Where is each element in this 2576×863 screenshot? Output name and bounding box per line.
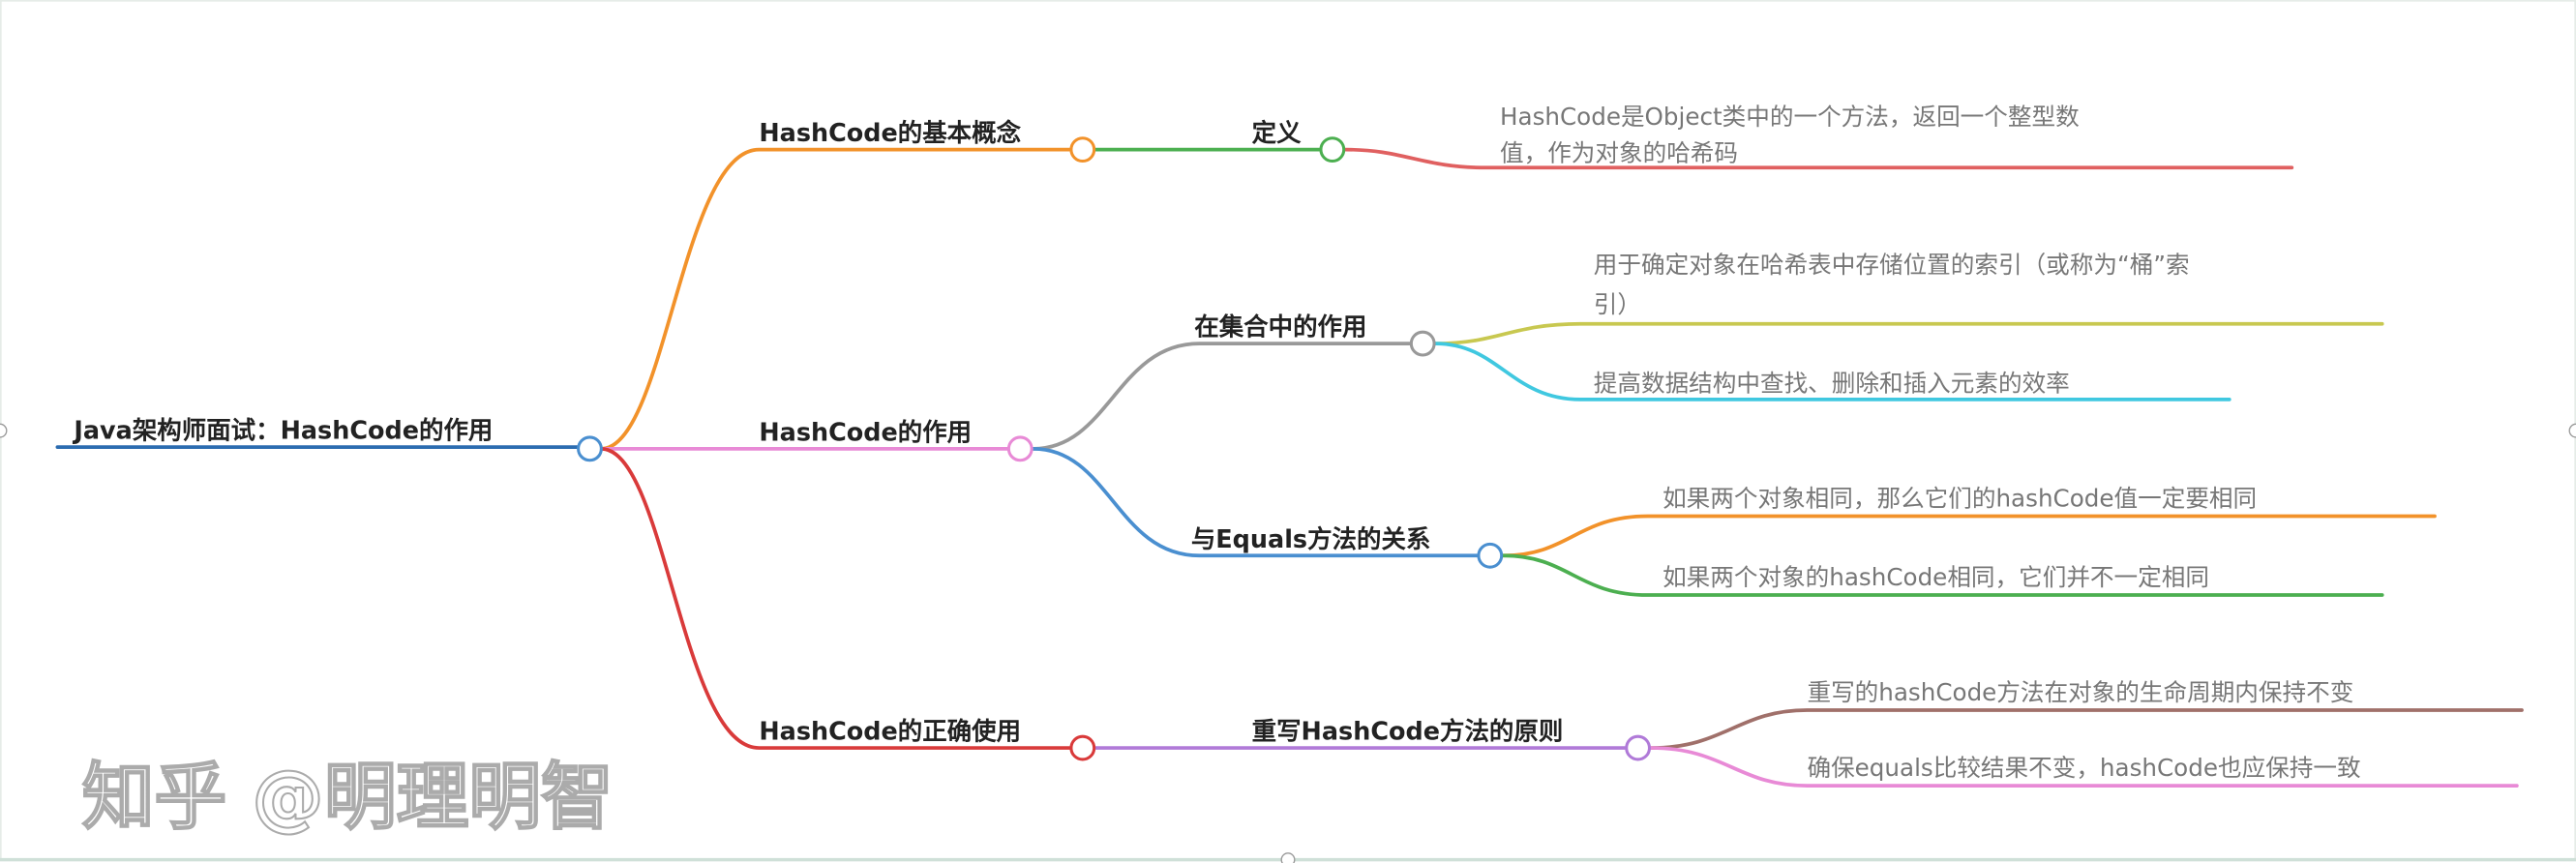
resize-handle-bottom[interactable] [1280,852,1296,863]
equals-toggle[interactable] [1477,542,1504,569]
connector-equals-leaf-2 [1501,553,2384,597]
role-toggle[interactable] [1006,435,1033,462]
root-toggle[interactable] [577,435,603,462]
definition-toggle[interactable] [1319,136,1346,164]
concept-toggle[interactable] [1069,136,1096,164]
watermark: 知乎 @明理明智 [82,755,614,839]
connector-principle-leaf-1 [1649,708,2524,750]
connector-collection-leaf-1 [1433,321,2384,345]
topic-correct-usage[interactable]: HashCode的正确使用 [759,718,1021,747]
leaf-equal-objects[interactable]: 如果两个对象相同，那么它们的hashCode值一定要相同 [1662,484,2257,512]
topic-role[interactable]: HashCode的作用 [759,418,972,447]
connector-principle-leaf-2 [1649,746,2519,789]
resize-handle-right[interactable] [2568,423,2576,438]
leaf-index-line-2[interactable]: 引） [1594,290,1641,318]
subtopic-definition[interactable]: 定义 [1252,119,1302,148]
connector-definition-leaf [1343,147,2294,170]
topic-basic-concept[interactable]: HashCode的基本概念 [759,119,1021,148]
connector-root-concept [599,147,1072,451]
leaf-efficiency[interactable]: 提高数据结构中查找、删除和插入元素的效率 [1594,369,2070,397]
principle-toggle[interactable] [1625,734,1652,761]
leaf-equals-consistency[interactable]: 确保equals比较结果不变，hashCode也应保持一致 [1807,754,2360,782]
leaf-lifetime-consistency[interactable]: 重写的hashCode方法在对象的生命周期内保持不变 [1807,678,2353,706]
subtopic-collection-role[interactable]: 在集合中的作用 [1194,313,1366,342]
leaf-definition-line-2[interactable]: 值，作为对象的哈希码 [1500,138,1738,166]
resize-handle-left[interactable] [0,423,8,438]
leaf-equal-hashcodes[interactable]: 如果两个对象的hashCode相同，它们并不一定相同 [1662,563,2209,591]
collection-toggle[interactable] [1409,330,1436,357]
connector-equals-leaf-1 [1501,514,2437,558]
leaf-definition-line-1[interactable]: HashCode是Object类中的一个方法，返回一个整型数 [1500,103,2080,131]
connector-role-equals [1031,446,1480,558]
usage-toggle[interactable] [1069,734,1096,761]
connector-root-usage [599,446,1072,750]
subtopic-equals-relation[interactable]: 与Equals方法的关系 [1191,525,1431,554]
leaf-index-line-1[interactable]: 用于确定对象在哈希表中存储位置的索引（或称为“桶”索 [1594,251,2190,279]
subtopic-override-principle[interactable]: 重写HashCode方法的原则 [1252,718,1564,747]
connector-collection-leaf-2 [1433,342,2232,402]
connector-role-collection [1031,342,1412,451]
root-topic[interactable]: Java架构师面试：HashCode的作用 [72,417,493,446]
